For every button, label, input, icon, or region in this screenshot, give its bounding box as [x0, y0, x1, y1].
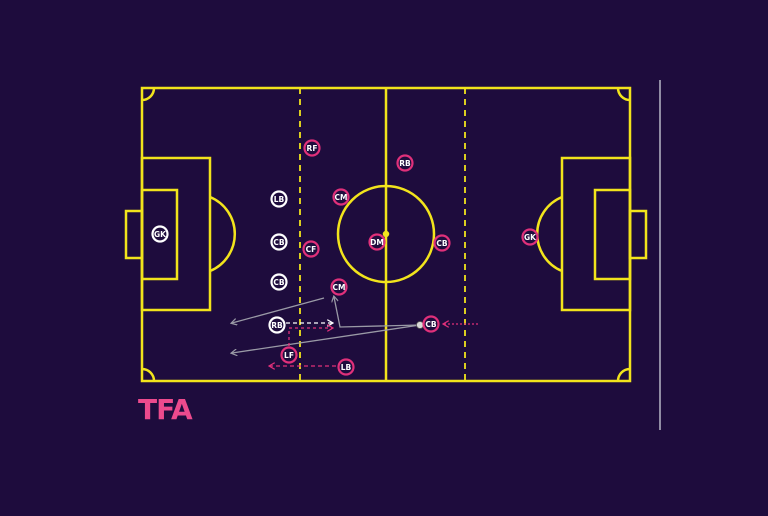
corner-arc-bottom-left — [141, 367, 156, 382]
player-token-cm2-pink: CM — [330, 278, 348, 296]
player-marker — [270, 190, 288, 208]
player-label: CB — [273, 238, 285, 247]
player-marker — [270, 273, 288, 291]
player-token-rf-pink: RF — [303, 139, 321, 157]
corner-arc-bottom-right — [616, 367, 631, 382]
player-marker — [396, 154, 414, 172]
player-marker — [521, 228, 539, 246]
player-marker — [332, 188, 350, 206]
corner-arc-top-right — [616, 87, 631, 102]
player-label: CM — [333, 283, 346, 292]
player-token-rb-white: RB — [268, 316, 286, 334]
players-layer: GK LB CB CB RB RF CM CF CM LF LB RB DM CB CB GK — [151, 139, 539, 376]
left-goal — [124, 209, 144, 260]
player-label: LB — [274, 195, 285, 204]
player-label: LF — [284, 351, 294, 360]
pass-arrow-2 — [334, 297, 421, 328]
pitch-markings — [124, 86, 648, 383]
player-label: RB — [271, 321, 283, 330]
player-token-gk-pink: GK — [521, 228, 539, 246]
logo-text: TFA — [138, 393, 193, 426]
centre-spot — [382, 230, 390, 238]
player-marker — [422, 315, 440, 333]
player-token-lb-white: LB — [270, 190, 288, 208]
left-penalty-arc — [209, 195, 237, 273]
player-marker — [330, 278, 348, 296]
player-token-cb1-white: CB — [270, 233, 288, 251]
player-label: GK — [154, 230, 167, 239]
player-marker — [151, 225, 169, 243]
pass-arrow-1 — [232, 297, 325, 323]
player-token-cf-pink: CF — [302, 240, 320, 258]
player-marker — [268, 316, 286, 334]
player-label: CB — [425, 320, 437, 329]
right-six-yard-box — [593, 188, 632, 281]
player-token-cb2-white: CB — [270, 273, 288, 291]
player-label: DM — [370, 238, 384, 247]
player-token-gk-white: GK — [151, 225, 169, 243]
ball-icon — [416, 321, 424, 329]
player-token-lb-pink: LB — [337, 358, 355, 376]
zone-lines — [299, 88, 466, 381]
player-marker — [337, 358, 355, 376]
centre-circle — [336, 184, 436, 284]
player-marker — [433, 234, 451, 252]
player-token-lf-pink: LF — [280, 346, 298, 364]
player-label: CF — [306, 245, 317, 254]
right-penalty-arc — [535, 195, 563, 273]
player-marker — [280, 346, 298, 364]
player-token-cb2-pink: CB — [422, 315, 440, 333]
player-label: CB — [436, 239, 448, 248]
player-marker — [368, 233, 386, 251]
right-goal — [628, 209, 648, 260]
player-label: CB — [273, 278, 285, 287]
corner-arc-top-left — [141, 87, 156, 102]
player-token-cb1-pink: CB — [433, 234, 451, 252]
player-marker — [303, 139, 321, 157]
player-label: RF — [307, 144, 318, 153]
player-marker — [302, 240, 320, 258]
player-token-cm1-pink: CM — [332, 188, 350, 206]
player-label: GK — [524, 233, 537, 242]
pass-arrow-3 — [232, 324, 421, 353]
player-token-rb-pink: RB — [396, 154, 414, 172]
pink-run-arrow-lf — [288, 328, 332, 346]
player-token-dm-pink: DM — [368, 233, 386, 251]
player-label: RB — [399, 159, 411, 168]
movement-arrows — [232, 297, 478, 366]
player-marker — [270, 233, 288, 251]
player-label: LB — [341, 363, 352, 372]
player-label: CM — [335, 193, 348, 202]
